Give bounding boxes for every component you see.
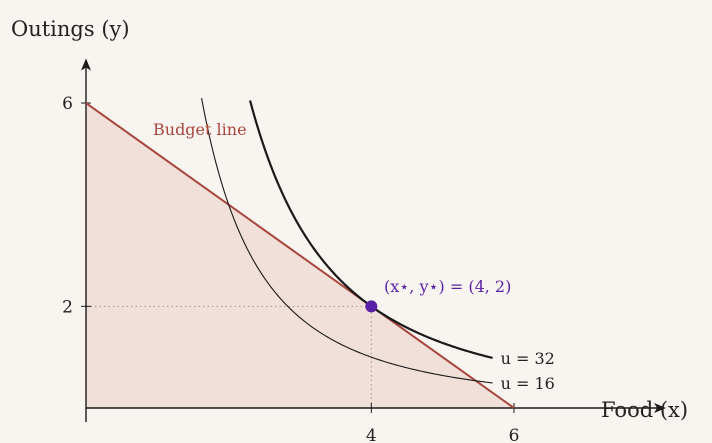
x-tick-label: 6 [509,426,520,443]
budget-line-label: Budget line [153,120,247,139]
y-tick-label: 6 [62,94,73,114]
indifference-curve-u16 [201,98,493,384]
optimum-label: (x⋆, y⋆) = (4, 2) [384,277,511,296]
y-axis-title: Outings (y) [11,17,130,41]
optimum-point [365,300,378,313]
curve-label-u16: u = 16 [501,374,555,393]
y-tick-label: 2 [62,297,73,317]
x-tick-label: 4 [366,426,377,443]
curve-label-u32: u = 32 [501,349,555,368]
budget-line [85,102,515,409]
x-axis-title: Food (x) [601,398,688,422]
